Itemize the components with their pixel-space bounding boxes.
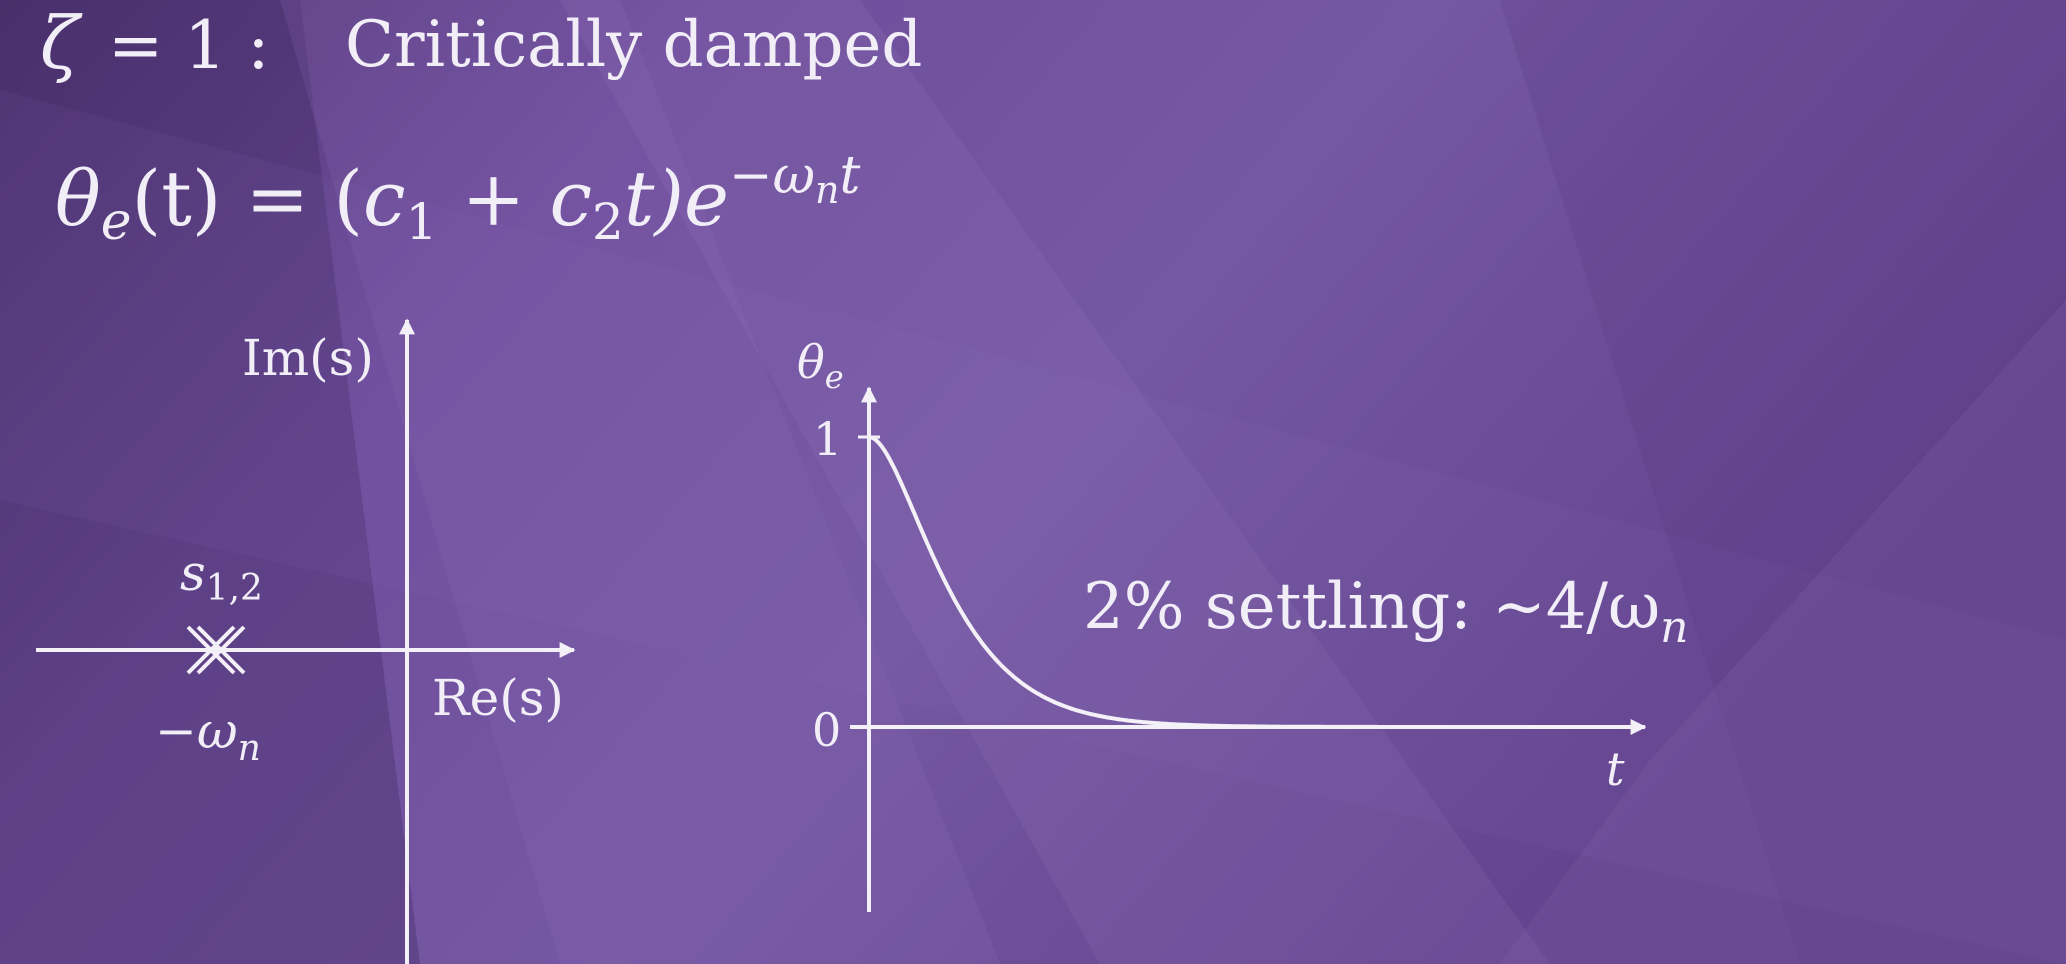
pole-label-subscript: 1,2 (206, 568, 263, 609)
tick-zero-label: 0 (812, 703, 841, 757)
time-response-plot: θe 1 0 t 2% settling: ~4/ωn (797, 335, 1689, 912)
exponent-omega-subscript: n (815, 168, 839, 212)
critically-damped-response-curve (868, 435, 1630, 729)
imaginary-axis-label: Im(s) (242, 329, 374, 387)
heading-title: Critically damped (345, 8, 922, 82)
plus-symbol: + (437, 154, 549, 243)
c2-symbol: c (549, 154, 592, 243)
c2-t-term: t) (624, 154, 684, 243)
theta-axis-subscript: e (825, 358, 844, 396)
pole-location-symbol: −ω (155, 702, 238, 760)
theta-subscript: e (101, 192, 132, 252)
pole-label: s1,2 (180, 544, 263, 609)
exponent-minus: − (729, 146, 773, 206)
zeta-symbol: ζ (40, 1, 83, 85)
slide-heading: ζ = 1 : Critically damped (40, 1, 922, 85)
exponential-base: e (684, 154, 729, 243)
theta-symbol: θ (55, 154, 101, 243)
settling-time-text: 2% settling: ~4/ω (1083, 570, 1660, 644)
pole-location-subscript: n (238, 728, 261, 769)
pole-location-label: −ωn (155, 702, 261, 769)
exponent-omega: ω (773, 146, 815, 206)
real-axis-label: Re(s) (432, 669, 564, 727)
exponent-t: t (839, 146, 860, 206)
response-equation: θe(t) = (c1 + c2t)e−ωnt (55, 146, 860, 252)
c1-symbol: c (363, 154, 406, 243)
equation-lhs-arg: (t) = ( (132, 154, 364, 243)
c1-subscript: 1 (406, 193, 438, 251)
settling-time-annotation: 2% settling: ~4/ωn (1083, 570, 1689, 653)
s-plane-diagram: Im(s) Re(s) s1,2 −ωn (36, 318, 576, 964)
tick-one-label: 1 (813, 412, 842, 466)
theta-axis-symbol: θ (797, 335, 825, 389)
time-axis-label: t (1606, 742, 1625, 796)
pole-label-symbol: s (180, 544, 206, 602)
double-x-icon (186, 625, 246, 675)
theta-axis-label: θe (797, 335, 844, 396)
c2-subscript: 2 (592, 193, 624, 251)
zeta-equals: = 1 : (108, 7, 270, 84)
settling-time-subscript: n (1660, 602, 1688, 653)
